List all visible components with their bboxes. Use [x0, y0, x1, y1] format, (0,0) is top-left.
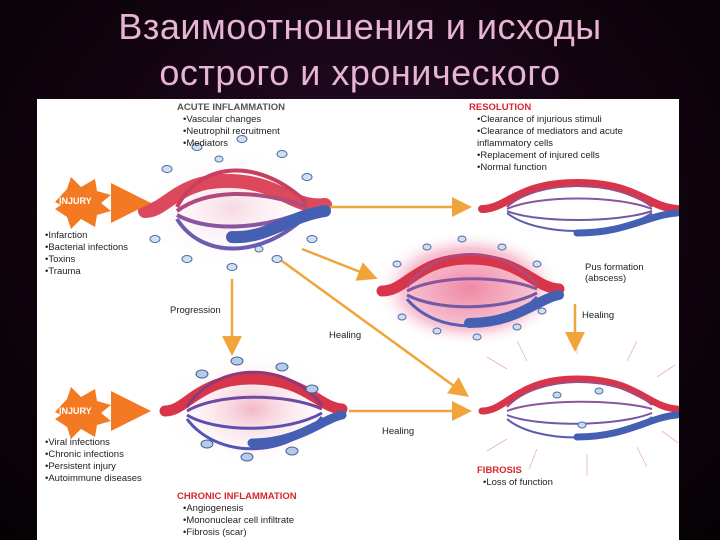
resolution-item: Replacement of injured cells: [477, 150, 677, 162]
chronic-item: Mononuclear cell infiltrate: [183, 515, 294, 527]
injury-cause-item: Bacterial infections: [45, 242, 128, 254]
acute-list: Vascular changes Neutrophil recruitment …: [183, 114, 280, 150]
healing-label-abscess: Healing: [582, 310, 614, 321]
injury-causes-list-2: Viral infections Chronic infections Pers…: [45, 437, 142, 485]
abscess-vessel-network: [374, 231, 564, 347]
diagram-panel: ACUTE INFLAMMATION Vascular changes Neut…: [37, 99, 679, 540]
acute-heading: ACUTE INFLAMMATION: [177, 102, 285, 113]
resolution-vessel-network: [482, 183, 677, 233]
progression-label: Progression: [170, 305, 221, 316]
injury-cause-item: Autoimmune diseases: [45, 473, 142, 485]
fibrosis-list: Loss of function: [483, 477, 553, 489]
injury-label-2: INJURY: [59, 406, 92, 416]
injury-cause-item: Persistent injury: [45, 461, 142, 473]
acute-item: Vascular changes: [183, 114, 280, 126]
injury-cause-item: Trauma: [45, 266, 128, 278]
pus-formation-label: Pus formation (abscess): [585, 262, 679, 284]
resolution-item: Normal function: [477, 162, 677, 174]
acute-vessel-network: [137, 136, 327, 272]
fibrosis-heading: FIBROSIS: [477, 465, 522, 476]
resolution-list: Clearance of injurious stimuli Clearance…: [477, 114, 677, 174]
chronic-heading: CHRONIC INFLAMMATION: [177, 491, 297, 502]
resolution-heading: RESOLUTION: [469, 102, 531, 113]
acute-item: Mediators: [183, 138, 280, 150]
slide-title-line-1: Взаимоотношения и исходы: [0, 4, 720, 50]
fibrosis-item: Loss of function: [483, 477, 553, 489]
chronic-item: Fibrosis (scar): [183, 527, 294, 539]
acute-item: Neutrophil recruitment: [183, 126, 280, 138]
injury-causes-list-1: Infarction Bacterial infections Toxins T…: [45, 230, 128, 278]
injury-cause-item: Viral infections: [45, 437, 142, 449]
healing-label-chronic: Healing: [382, 426, 414, 437]
slide-title-line-2: острого и хронического: [0, 50, 720, 96]
chronic-item: Angiogenesis: [183, 503, 294, 515]
injury-cause-item: Toxins: [45, 254, 128, 266]
injury-label-1: INJURY: [59, 196, 92, 206]
chronic-vessel-network: [162, 351, 342, 467]
injury-cause-item: Chronic infections: [45, 449, 142, 461]
resolution-item: Clearance of mediators and acute inflamm…: [477, 126, 677, 150]
chronic-list: Angiogenesis Mononuclear cell infiltrate…: [183, 503, 294, 539]
injury-cause-item: Infarction: [45, 230, 128, 242]
fibrosis-vessel-network: [482, 332, 678, 476]
healing-label-diagonal: Healing: [329, 330, 361, 341]
resolution-item: Clearance of injurious stimuli: [477, 114, 677, 126]
